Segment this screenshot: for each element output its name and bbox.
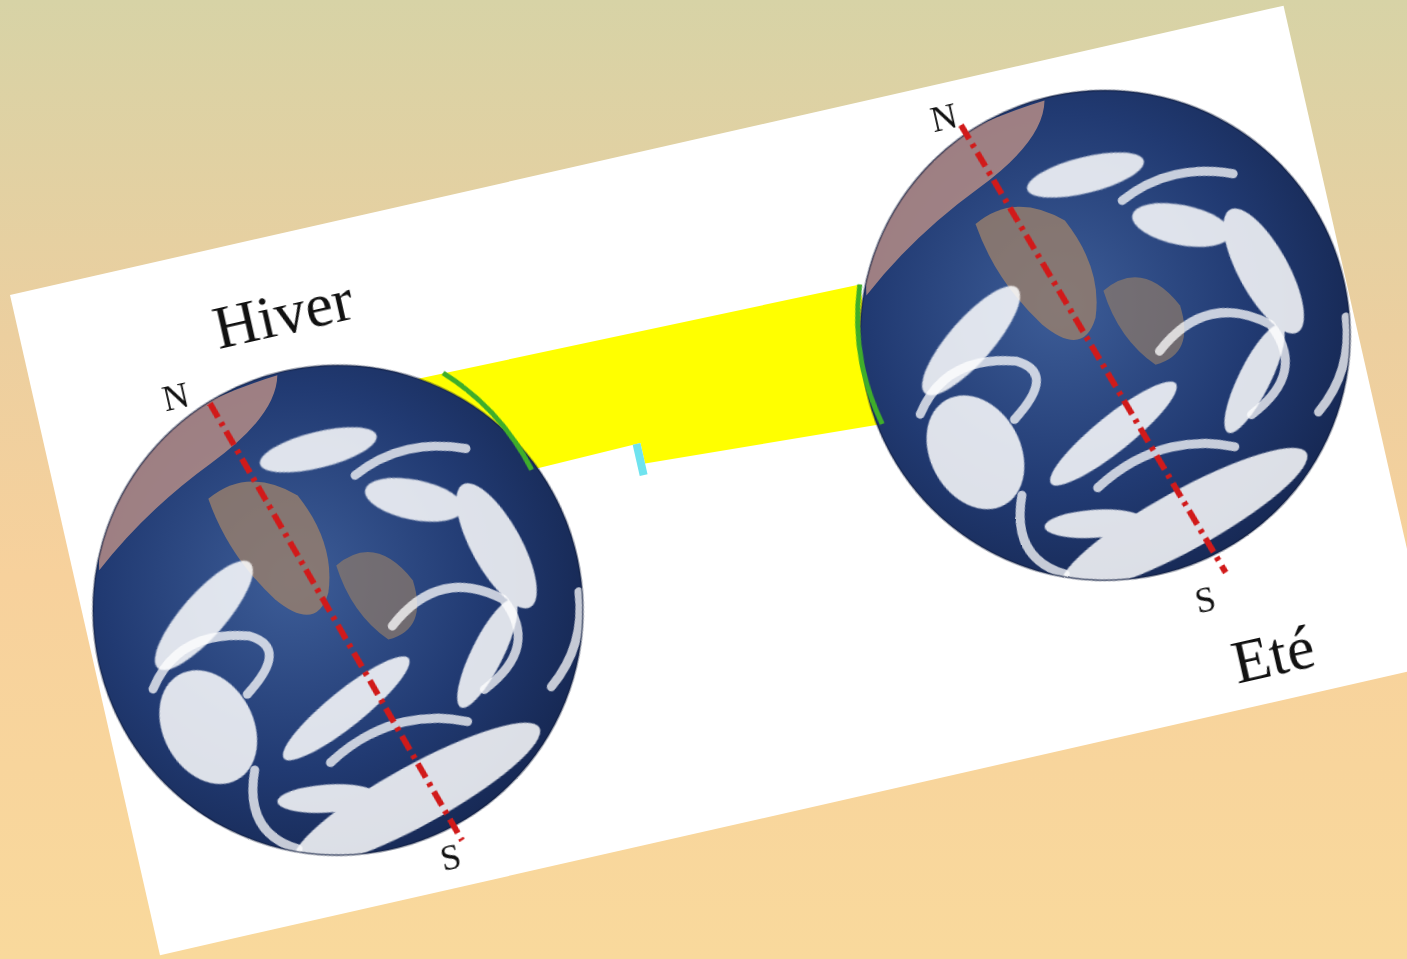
earth-illustration bbox=[10, 6, 1407, 956]
lit-edge bbox=[443, 359, 532, 485]
pole-label: S bbox=[437, 838, 465, 878]
pole-label: N bbox=[927, 97, 960, 138]
season-label: Hiver bbox=[207, 267, 358, 359]
pole-label: N bbox=[159, 376, 192, 417]
white-card: HiverNSNSEté bbox=[10, 6, 1407, 956]
rotation-axis bbox=[210, 370, 462, 873]
season-label: Eté bbox=[1226, 615, 1320, 694]
cyan-mark bbox=[633, 443, 648, 476]
pole-label: S bbox=[1191, 580, 1219, 620]
earth-globe bbox=[10, 276, 671, 943]
earth-globe bbox=[772, 6, 1407, 668]
lit-edge bbox=[845, 284, 891, 425]
rotation-axis bbox=[961, 90, 1226, 608]
